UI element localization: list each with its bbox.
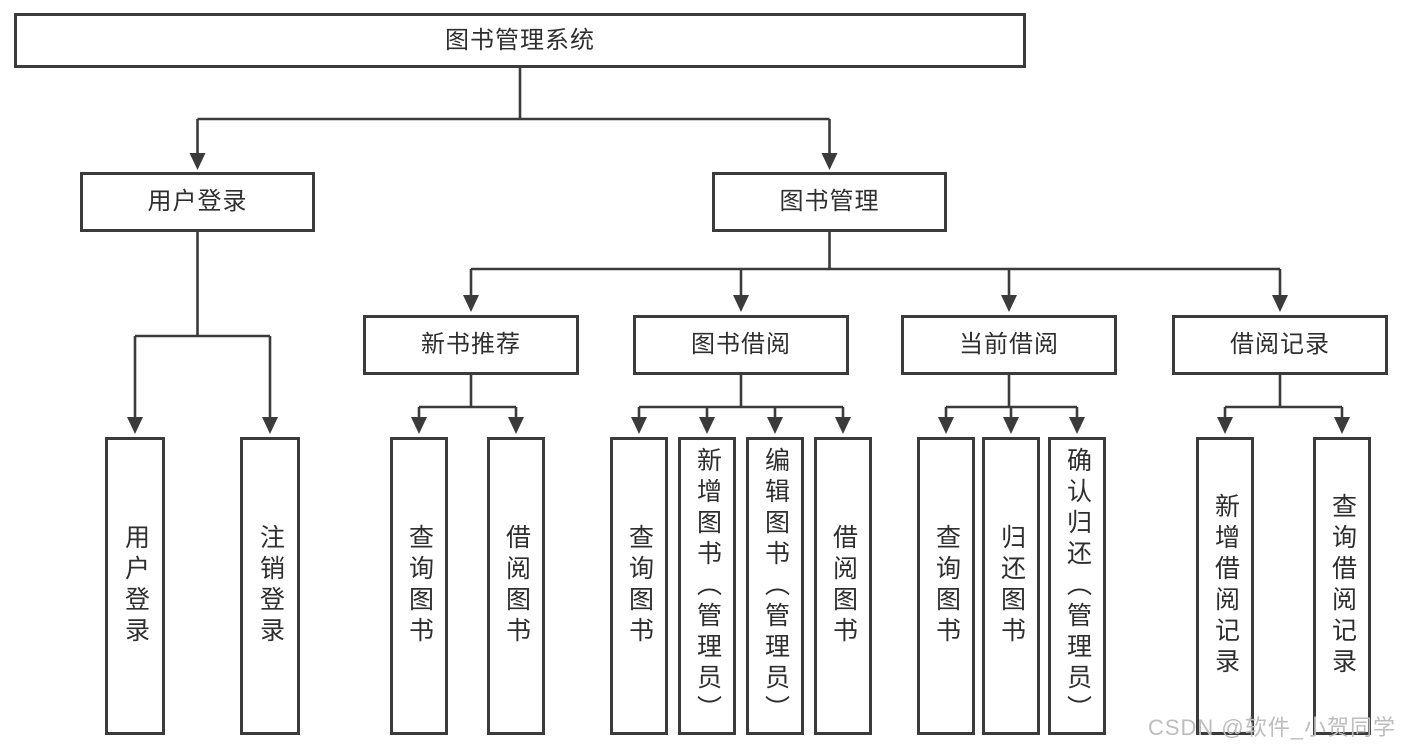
node-logout: 注销登录 — [240, 437, 300, 735]
node-label: 借阅图书 — [829, 524, 858, 648]
node-book-management: 图书管理 — [712, 172, 947, 232]
node-label: 当前借阅 — [959, 331, 1059, 358]
node-bb-query-books: 查询图书 — [610, 437, 668, 735]
node-label: 借阅记录 — [1230, 331, 1330, 358]
node-label: 用户登录 — [147, 188, 248, 215]
node-label: 用户登录 — [121, 524, 150, 648]
csdn-watermark: CSDN @软件_小贺同学 — [1147, 715, 1396, 740]
node-label: 查询图书 — [932, 524, 961, 648]
node-library-management-system: 图书管理系统 — [14, 13, 1026, 68]
node-cb-return-books: 归还图书 — [982, 437, 1040, 735]
node-nbr-borrow-books: 借阅图书 — [487, 437, 545, 735]
node-bb-edit-books-admin: 编辑图书（管理员） — [746, 437, 804, 735]
node-br-query-record: 查询借阅记录 — [1313, 437, 1371, 735]
node-nbr-query-books: 查询图书 — [390, 437, 448, 735]
node-label: 新增借阅记录 — [1211, 493, 1240, 679]
node-label: 查询图书 — [625, 524, 654, 648]
node-label: 新增图书（管理员） — [693, 446, 722, 726]
node-label: 图书管理系统 — [445, 26, 595, 54]
node-label: 图书管理 — [779, 188, 880, 215]
node-book-borrowing: 图书借阅 — [633, 315, 849, 375]
node-label: 新书推荐 — [421, 331, 521, 358]
node-user-login: 用户登录 — [105, 437, 165, 735]
node-br-add-record: 新增借阅记录 — [1196, 437, 1254, 735]
node-user-login-branch: 用户登录 — [80, 172, 315, 232]
node-label: 确认归还（管理员） — [1063, 446, 1092, 726]
node-label: 图书借阅 — [691, 331, 791, 358]
connector-stems — [133, 68, 1344, 418]
node-new-book-recommendation: 新书推荐 — [363, 315, 579, 375]
node-cb-confirm-return-admin: 确认归还（管理员） — [1048, 437, 1106, 735]
node-label: 查询借阅记录 — [1328, 493, 1357, 679]
node-label: 注销登录 — [256, 524, 285, 648]
node-label: 归还图书 — [997, 524, 1026, 648]
node-cb-query-books: 查询图书 — [917, 437, 975, 735]
node-bb-add-books-admin: 新增图书（管理员） — [678, 437, 736, 735]
node-label: 编辑图书（管理员） — [761, 446, 790, 726]
node-current-borrowing: 当前借阅 — [901, 315, 1117, 375]
node-label: 查询图书 — [405, 524, 434, 648]
node-borrowing-records: 借阅记录 — [1172, 315, 1388, 375]
node-bb-borrow-books: 借阅图书 — [814, 437, 872, 735]
node-label: 借阅图书 — [502, 524, 531, 648]
